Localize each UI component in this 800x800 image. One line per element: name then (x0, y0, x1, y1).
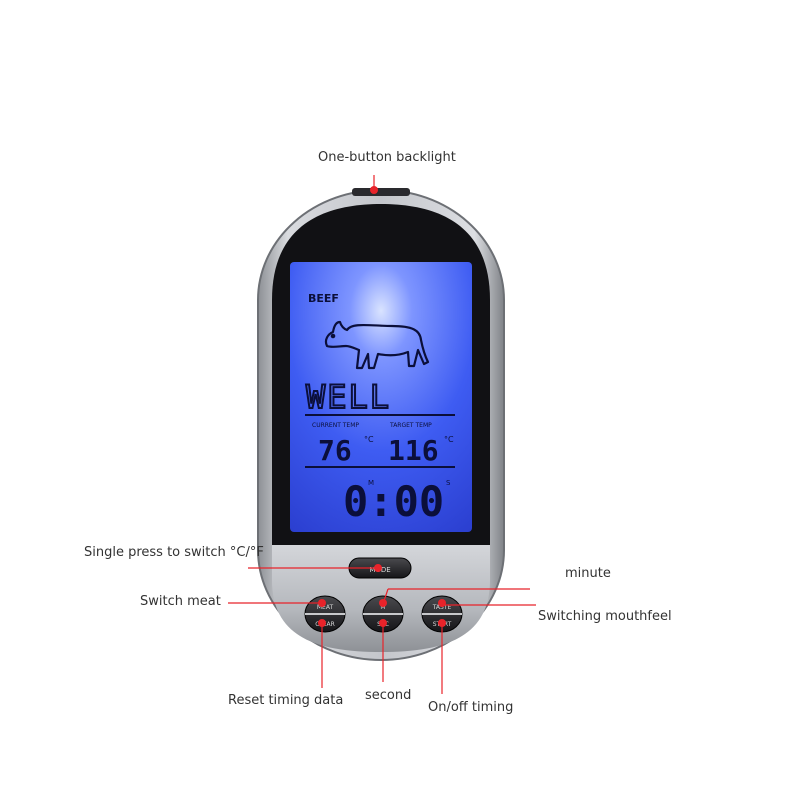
callout-minute: minute (565, 566, 611, 581)
meat-clear-button[interactable] (304, 595, 346, 633)
lcd-target-temp-unit: °C (444, 435, 454, 444)
lcd-current-temp-label: CURRENT TEMP (312, 422, 359, 429)
lcd-timer-second-marker: S (446, 479, 451, 487)
taste-button-label: TASTE (432, 604, 452, 611)
lcd-target-temp-label: TARGET TEMP (389, 422, 432, 429)
lcd-timer-value: 0:00 (343, 477, 444, 526)
callout-lines (228, 175, 536, 694)
backlight-button[interactable] (352, 188, 410, 196)
lcd-current-temp-unit: °C (364, 435, 374, 444)
callout-mode: Single press to switch °C/°F (84, 545, 264, 560)
callout-backlight: One-button backlight (318, 150, 456, 165)
cow-icon (324, 320, 430, 370)
min-sec-button[interactable] (362, 595, 404, 633)
lcd-current-temp-value: 76 (318, 434, 352, 467)
callout-switch-meat: Switch meat (140, 594, 221, 609)
callout-onoff-timing: On/off timing (428, 700, 514, 715)
meat-button-label: MEAT (317, 604, 334, 611)
callout-switching-mouthfeel: Switching mouthfeel (538, 609, 672, 624)
min-button-label: M (380, 604, 385, 611)
lcd-screen (290, 262, 472, 532)
lcd-meat-name: BEEF (308, 292, 339, 305)
lcd-timer-minute-marker: M (368, 479, 374, 487)
lcd-doneness: WELL (306, 378, 391, 416)
lcd-target-temp-value: 116 (388, 434, 439, 467)
callout-dots (318, 186, 446, 627)
callout-second: second (365, 688, 412, 703)
callout-reset-timing: Reset timing data (228, 693, 344, 708)
